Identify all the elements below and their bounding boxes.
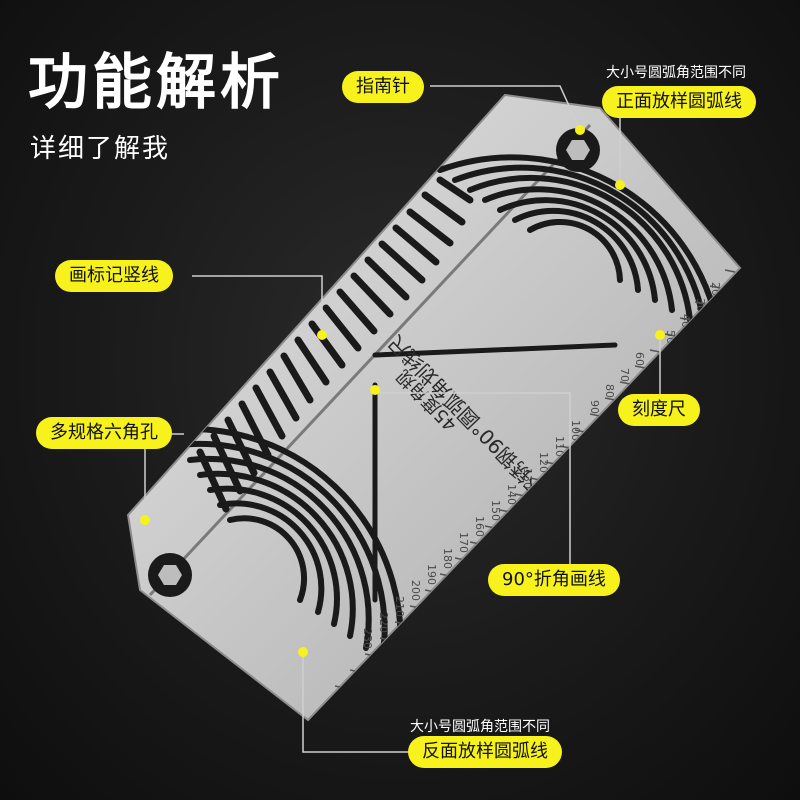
scale-label: 150 [489,500,502,521]
scale-label: 120 [537,452,550,473]
scale-labels: 20 30 40 50 60 70 80 90 100 110 120 130 … [361,282,722,649]
page-subtitle: 详细了解我 [30,134,171,164]
scale-label: 100 [569,420,582,441]
scale-label: 190 [425,564,438,585]
steel-plate [126,93,742,722]
scale-label: 170 [457,532,470,553]
callout-fold-line: 90°折角画线 [488,564,620,596]
scale-label: 180 [441,548,454,569]
scale-label: 200 [409,580,422,601]
callout-scale: 刻度尺 [618,394,700,426]
page-title: 功能解析 [28,48,284,118]
scale-label: 230 [361,628,374,649]
hex-hole-bottom [148,553,192,597]
callout-vertical-mark: 画标记竖线 [55,260,173,292]
callout-front-arc: 正面放样圆弧线 [602,86,756,118]
callout-hex-holes: 多规格六角孔 [36,417,172,449]
callout-dots [140,125,665,657]
fold-lines [372,342,618,603]
scale-label: 80 [603,384,616,398]
front-arc-note: 大小号圆弧角范围不同 [606,65,746,81]
scale-label: 210 [393,596,406,617]
hex-hole-top [556,128,600,172]
back-arcs [167,426,404,675]
scale-label: 110 [553,436,566,457]
scale-label: 130 [521,468,534,489]
scale-label: 90 [588,400,601,414]
scale-label: 60 [633,352,646,366]
back-arc-note: 大小号圆弧角范围不同 [410,719,550,735]
scale-label: 140 [505,484,518,505]
callout-compass: 指南针 [342,71,424,103]
scale-label: 220 [377,612,390,633]
callout-back-arc: 反面放样圆弧线 [408,736,562,768]
scale-label: 70 [618,368,631,382]
scale-label: 160 [473,516,486,537]
